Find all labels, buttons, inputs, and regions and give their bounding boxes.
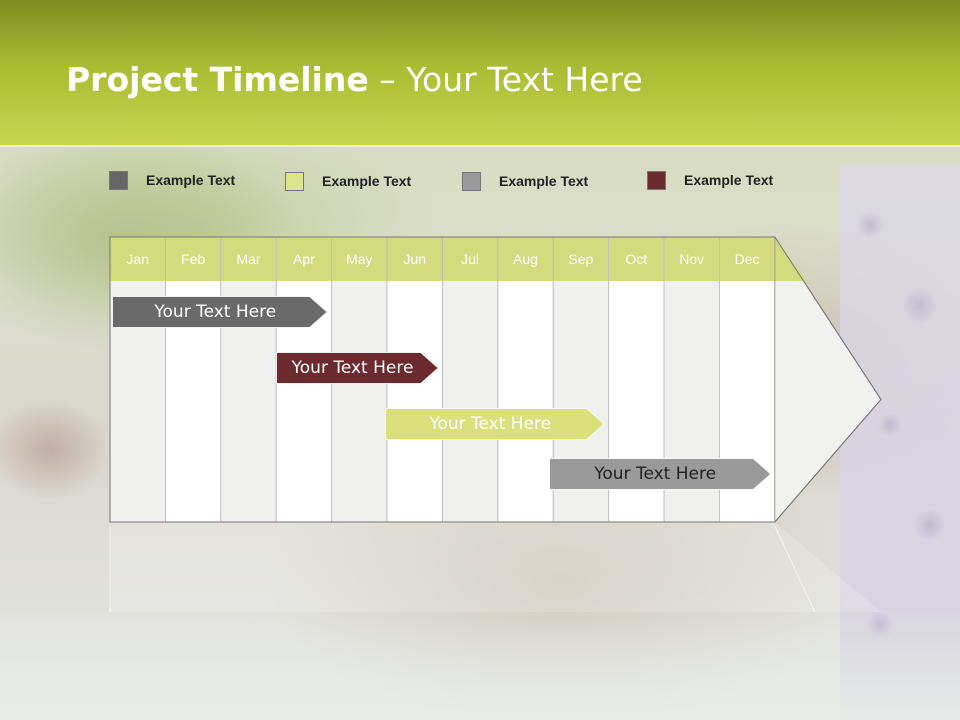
month-header-cell-feb xyxy=(165,237,221,281)
legend-label-3: Example Text xyxy=(499,173,589,189)
month-column-jun xyxy=(387,281,443,522)
header-arrow-tip xyxy=(774,237,807,281)
task-arrow-4 xyxy=(548,458,771,490)
task-arrow-1 xyxy=(112,296,328,328)
month-label-aug: Aug xyxy=(513,251,538,267)
month-header-cell-jul xyxy=(442,237,498,281)
month-header-cell-may xyxy=(331,237,387,281)
month-header-cell-nov xyxy=(664,237,720,281)
reflection-edge-right xyxy=(774,525,816,613)
month-header-cell-sep xyxy=(553,237,609,281)
task-label-4: Your Text Here xyxy=(594,464,717,484)
legend-swatch-2 xyxy=(285,172,304,191)
task-label-2: Your Text Here xyxy=(291,358,414,378)
month-header-cell-jun xyxy=(387,237,443,281)
month-header-cell-jan xyxy=(110,237,166,281)
month-label-dec: Dec xyxy=(734,251,760,267)
month-column-may xyxy=(331,281,387,522)
month-label-jul: Jul xyxy=(461,251,480,267)
task-arrow-shape-3 xyxy=(384,408,605,440)
task-label-3: Your Text Here xyxy=(429,414,552,434)
month-header-cell-aug xyxy=(497,237,554,281)
task-bar-4: Your Text Here xyxy=(548,458,771,490)
month-label-sep: Sep xyxy=(568,251,594,267)
month-header-cell-dec xyxy=(719,237,775,281)
month-column-aug xyxy=(497,281,554,522)
legend-label-2: Example Text xyxy=(322,173,412,189)
month-label-jan: Jan xyxy=(126,251,149,267)
month-label-jun: Jun xyxy=(403,251,426,267)
legend-swatch-1 xyxy=(109,171,128,190)
title-rest: – Your Text Here xyxy=(368,60,643,99)
task-arrow-shape-4 xyxy=(548,458,771,490)
background-sandal xyxy=(0,380,110,520)
month-label-may: May xyxy=(346,251,373,267)
month-header-cell-mar xyxy=(220,237,277,281)
task-bar-2: Your Text Here xyxy=(275,352,439,384)
task-label-1: Your Text Here xyxy=(154,302,277,322)
task-bar-1: Your Text Here xyxy=(112,296,328,328)
task-arrow-shape-1 xyxy=(112,296,328,328)
month-label-nov: Nov xyxy=(679,251,705,267)
legend-swatch-3 xyxy=(462,172,481,191)
task-arrow-shape-2 xyxy=(275,352,439,384)
legend-label-4: Example Text xyxy=(684,172,774,188)
title-bold: Project Timeline xyxy=(66,60,369,99)
task-bar-3: Your Text Here xyxy=(384,408,605,440)
background-blanket xyxy=(0,610,960,720)
timeline-reflection xyxy=(110,522,881,612)
month-column-jul xyxy=(442,281,498,522)
page-title: Project Timeline – Your Text Here xyxy=(66,60,643,99)
month-header-cell-oct xyxy=(608,237,664,281)
legend-label-1: Example Text xyxy=(146,172,236,188)
header-band xyxy=(0,0,960,145)
legend-swatch-4 xyxy=(647,171,666,190)
task-arrow-2 xyxy=(275,352,439,384)
month-header-cell-apr xyxy=(276,237,332,281)
month-label-apr: Apr xyxy=(292,251,315,267)
header-divider xyxy=(0,145,960,147)
task-arrow-3 xyxy=(384,408,605,440)
month-label-mar: Mar xyxy=(236,251,261,267)
timeline-arrow-outline xyxy=(109,236,882,523)
month-label-feb: Feb xyxy=(181,251,206,267)
month-label-oct: Oct xyxy=(625,251,648,267)
